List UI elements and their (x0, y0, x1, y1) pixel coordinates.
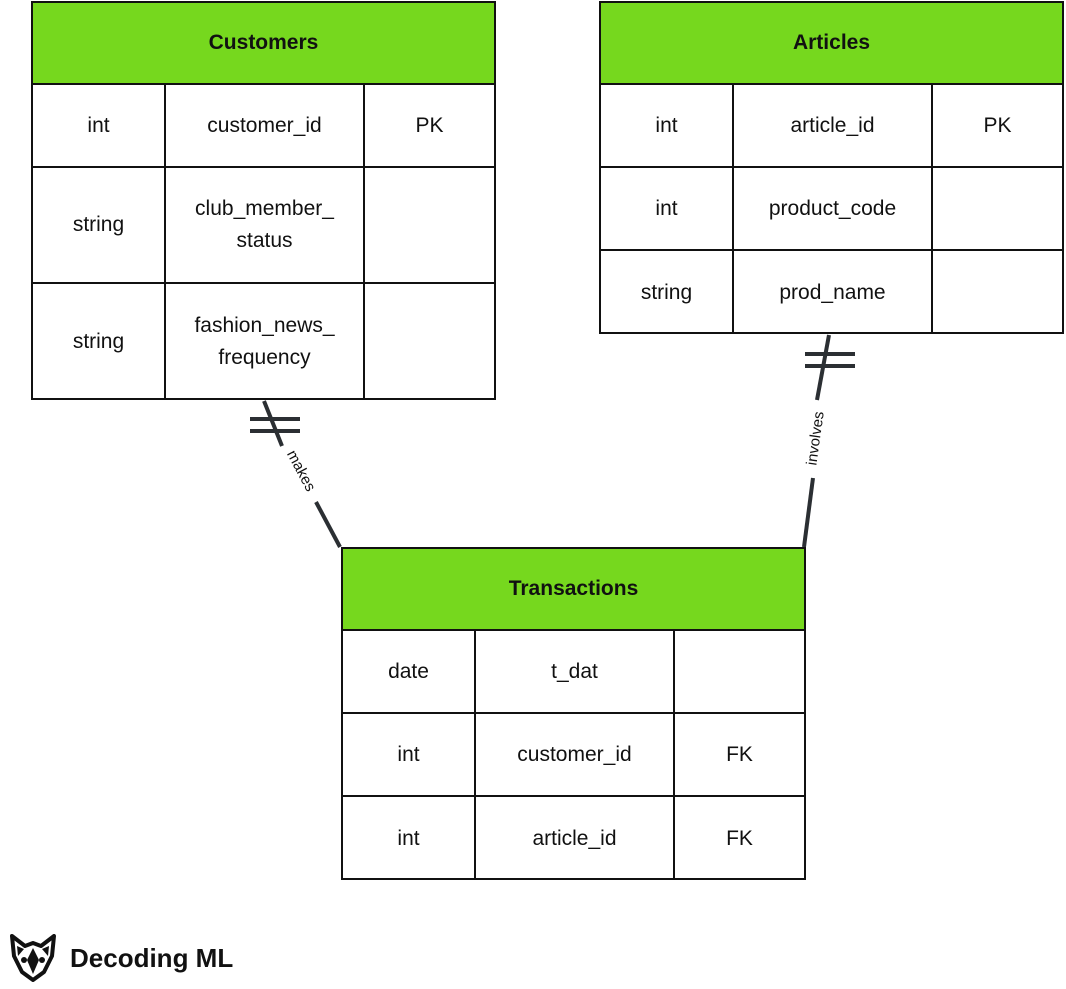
relationship-makes: makes (250, 400, 342, 548)
attribute-type: string (33, 284, 166, 400)
attribute-key: FK (726, 826, 753, 850)
customers-row-customer-id: int customer_id PK (33, 85, 494, 168)
transactions-entity-title: Transactions (343, 549, 804, 631)
attribute-type: date (343, 631, 476, 712)
attribute-key (933, 168, 1062, 249)
customers-entity-title: Customers (33, 3, 494, 85)
attribute-type: int (601, 85, 734, 166)
transactions-row-t-dat: date t_dat (343, 631, 804, 714)
attribute-type: string (33, 168, 166, 282)
attribute-type: int (33, 85, 166, 166)
makes-line-bottom (314, 501, 342, 548)
involves-line-top (815, 334, 831, 401)
articles-row-product-code: int product_code (601, 168, 1062, 251)
makes-label: makes (283, 447, 319, 494)
articles-entity: Articles int article_id PK int product_c… (599, 1, 1064, 334)
attribute-name: product_code (734, 168, 933, 249)
customers-row-fashion-news-frequency: string fashion_news_ frequency (33, 284, 494, 400)
attribute-key (933, 251, 1062, 334)
customers-row-club-member-status: string club_member_ status (33, 168, 494, 284)
articles-row-prod-name: string prod_name (601, 251, 1062, 334)
involves-line-bottom (802, 477, 815, 548)
attribute-name: customer_id (166, 85, 365, 166)
attribute-name: fashion_news_ frequency (166, 284, 365, 400)
relationship-involves: involves (802, 334, 855, 548)
attribute-key: PK (415, 113, 444, 137)
attribute-key (675, 631, 804, 712)
attribute-name: customer_id (476, 714, 675, 795)
attribute-name: t_dat (476, 631, 675, 712)
attribute-key (365, 284, 494, 400)
transactions-row-customer-id: int customer_id FK (343, 714, 804, 797)
customers-entity: Customers int customer_id PK string club… (31, 1, 496, 400)
involves-label: involves (803, 410, 827, 466)
brand-name: Decoding ML (70, 942, 234, 973)
attribute-name: article_id (476, 797, 675, 880)
attribute-type: int (343, 797, 476, 880)
articles-row-article-id: int article_id PK (601, 85, 1062, 168)
attribute-name: prod_name (734, 251, 933, 334)
brand-logo: Decoding ML (8, 934, 233, 982)
attribute-name: club_member_ status (166, 168, 365, 282)
attribute-name: article_id (734, 85, 933, 166)
attribute-type: int (601, 168, 734, 249)
attribute-key: PK (983, 113, 1012, 137)
articles-entity-title: Articles (601, 3, 1062, 85)
attribute-type: string (601, 251, 734, 334)
attribute-key: FK (726, 742, 753, 766)
wolf-logo-icon (10, 934, 56, 982)
transactions-row-article-id: int article_id FK (343, 797, 804, 880)
attribute-type: int (343, 714, 476, 795)
transactions-entity: Transactions date t_dat int customer_id … (341, 547, 806, 880)
makes-line-top (262, 400, 284, 447)
attribute-key (365, 168, 494, 282)
